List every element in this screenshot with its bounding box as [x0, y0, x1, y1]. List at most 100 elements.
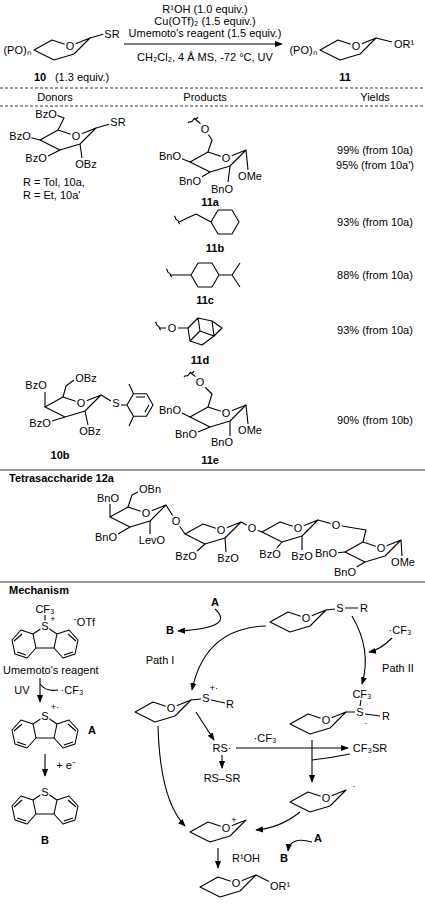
scheme-text: 10: [33, 72, 47, 83]
scheme-text: O: [247, 523, 258, 534]
scheme-text: O: [167, 323, 178, 334]
scheme-text: Path I: [145, 655, 176, 666]
scheme-text: 95% (from 10a'): [335, 160, 415, 171]
scheme-text: Tetrasaccharide 12a: [8, 473, 115, 484]
scheme-text: O: [221, 823, 232, 834]
scheme-text: BnO: [158, 151, 182, 162]
scheme-text: Umemoto's reagent: [2, 665, 100, 676]
scheme-text: 90% (from 10b): [336, 415, 414, 426]
scheme-text: ·CF₃: [388, 625, 413, 636]
scheme-text: LevO: [138, 535, 166, 546]
scheme-text: OMe: [237, 425, 263, 436]
scheme-text: O: [331, 520, 342, 531]
scheme-text: +: [49, 615, 56, 624]
scheme-text: R: [359, 603, 369, 614]
scheme-text: (PO)ₙ: [2, 45, 31, 56]
scheme-text: O: [376, 543, 387, 554]
scheme-text: O: [200, 124, 211, 135]
scheme-text: BnO: [314, 548, 338, 559]
scheme-text: (1.3 equiv.): [54, 72, 110, 83]
scheme-text: BnO: [210, 437, 234, 448]
scheme-text: B: [165, 625, 175, 636]
scheme-text: OBz: [78, 426, 101, 437]
scheme-text: O: [141, 508, 152, 519]
scheme-text: O: [221, 408, 232, 419]
scheme-text: ⁻OTf: [72, 617, 96, 628]
scheme-text: S: [201, 693, 210, 704]
scheme-text: Mechanism: [8, 585, 70, 596]
scheme-text: S: [355, 707, 364, 718]
scheme-text: BzO: [28, 418, 51, 429]
scheme-text: Products: [182, 92, 227, 103]
scheme-text: Donors: [36, 92, 73, 103]
scheme-text: BnO: [158, 405, 182, 416]
scheme-text: S: [111, 398, 120, 409]
scheme-text: RS–SR: [203, 773, 242, 784]
scheme-text: 93% (from 10a): [336, 325, 414, 336]
scheme-text: ·CF₃: [253, 733, 278, 744]
scheme-text: O: [221, 153, 232, 164]
scheme-text: A: [87, 725, 97, 736]
scheme-text: 11: [338, 72, 352, 83]
scheme-text: B: [40, 835, 50, 846]
scheme-text: O: [71, 131, 82, 142]
scheme-text: S: [335, 603, 344, 614]
scheme-text: OR¹: [393, 39, 415, 50]
scheme-text: R = Tol, 10a,: [22, 177, 86, 188]
scheme-text: OR¹: [269, 881, 291, 892]
scheme-text: O: [351, 41, 362, 52]
scheme-text: 11a: [200, 197, 220, 208]
scheme-text: ·: [364, 719, 369, 728]
scheme-text: BzO: [216, 553, 239, 564]
scheme-text: (PO)ₙ: [288, 45, 317, 56]
scheme-text: B: [279, 853, 289, 864]
scheme-text: BnO: [210, 184, 234, 195]
scheme-text: 10b: [50, 450, 71, 461]
scheme-text: CH₂Cl₂, 4 Å MS, -72 °C, UV: [136, 52, 274, 63]
scheme-text: O: [166, 703, 177, 714]
scheme-text: O: [171, 516, 182, 527]
scheme-text: R: [381, 711, 391, 722]
scheme-text: SR: [109, 117, 126, 128]
scheme-text: A: [210, 597, 220, 608]
scheme-text: BnO: [174, 429, 198, 440]
scheme-text: Umemoto's reagent (1.5 equiv.): [128, 28, 283, 39]
scheme-text: BnO: [94, 532, 118, 543]
scheme-text: 11e: [200, 455, 220, 466]
scheme-text: OBn: [138, 484, 162, 495]
scheme-text: UV: [13, 685, 30, 696]
scheme-text: RS·: [212, 743, 233, 754]
scheme-text: S: [40, 711, 49, 722]
scheme-text: BnO: [178, 176, 202, 187]
scheme-text: SR: [103, 29, 120, 40]
scheme-text: S: [40, 621, 49, 632]
scheme-text: BnO: [96, 493, 120, 504]
scheme-text: OMe: [390, 557, 416, 568]
scheme-text: O: [231, 878, 242, 889]
scheme-text: R = Et, 10a': [22, 190, 81, 201]
scheme-text: +·: [50, 703, 60, 712]
scheme-text: O: [321, 715, 332, 726]
scheme-text: O: [293, 523, 304, 534]
scheme-text: 88% (from 10a): [336, 270, 414, 281]
scheme-text: 11c: [195, 295, 215, 306]
scheme-text: OBz: [74, 373, 97, 384]
scheme-text: Yields: [359, 92, 391, 103]
scheme-text: ·: [352, 782, 357, 791]
scheme-text: OMe: [237, 171, 263, 182]
scheme-text: O: [195, 377, 206, 388]
scheme-text: +: [230, 816, 237, 825]
scheme-text: CF₃: [34, 604, 55, 615]
scheme-text: BnO: [333, 567, 357, 578]
scheme-text: A: [313, 833, 323, 844]
scheme-text: O: [65, 41, 76, 52]
scheme-text: Path II: [381, 663, 415, 674]
scheme-text: O: [76, 398, 87, 409]
scheme-text: O: [321, 793, 332, 804]
scheme-text: ·CF₃: [60, 685, 85, 696]
scheme-text: CF₃SR: [352, 743, 388, 754]
scheme-text: OBz: [74, 159, 97, 170]
scheme-text: BzO: [258, 549, 281, 560]
scheme-text: S: [40, 787, 49, 798]
